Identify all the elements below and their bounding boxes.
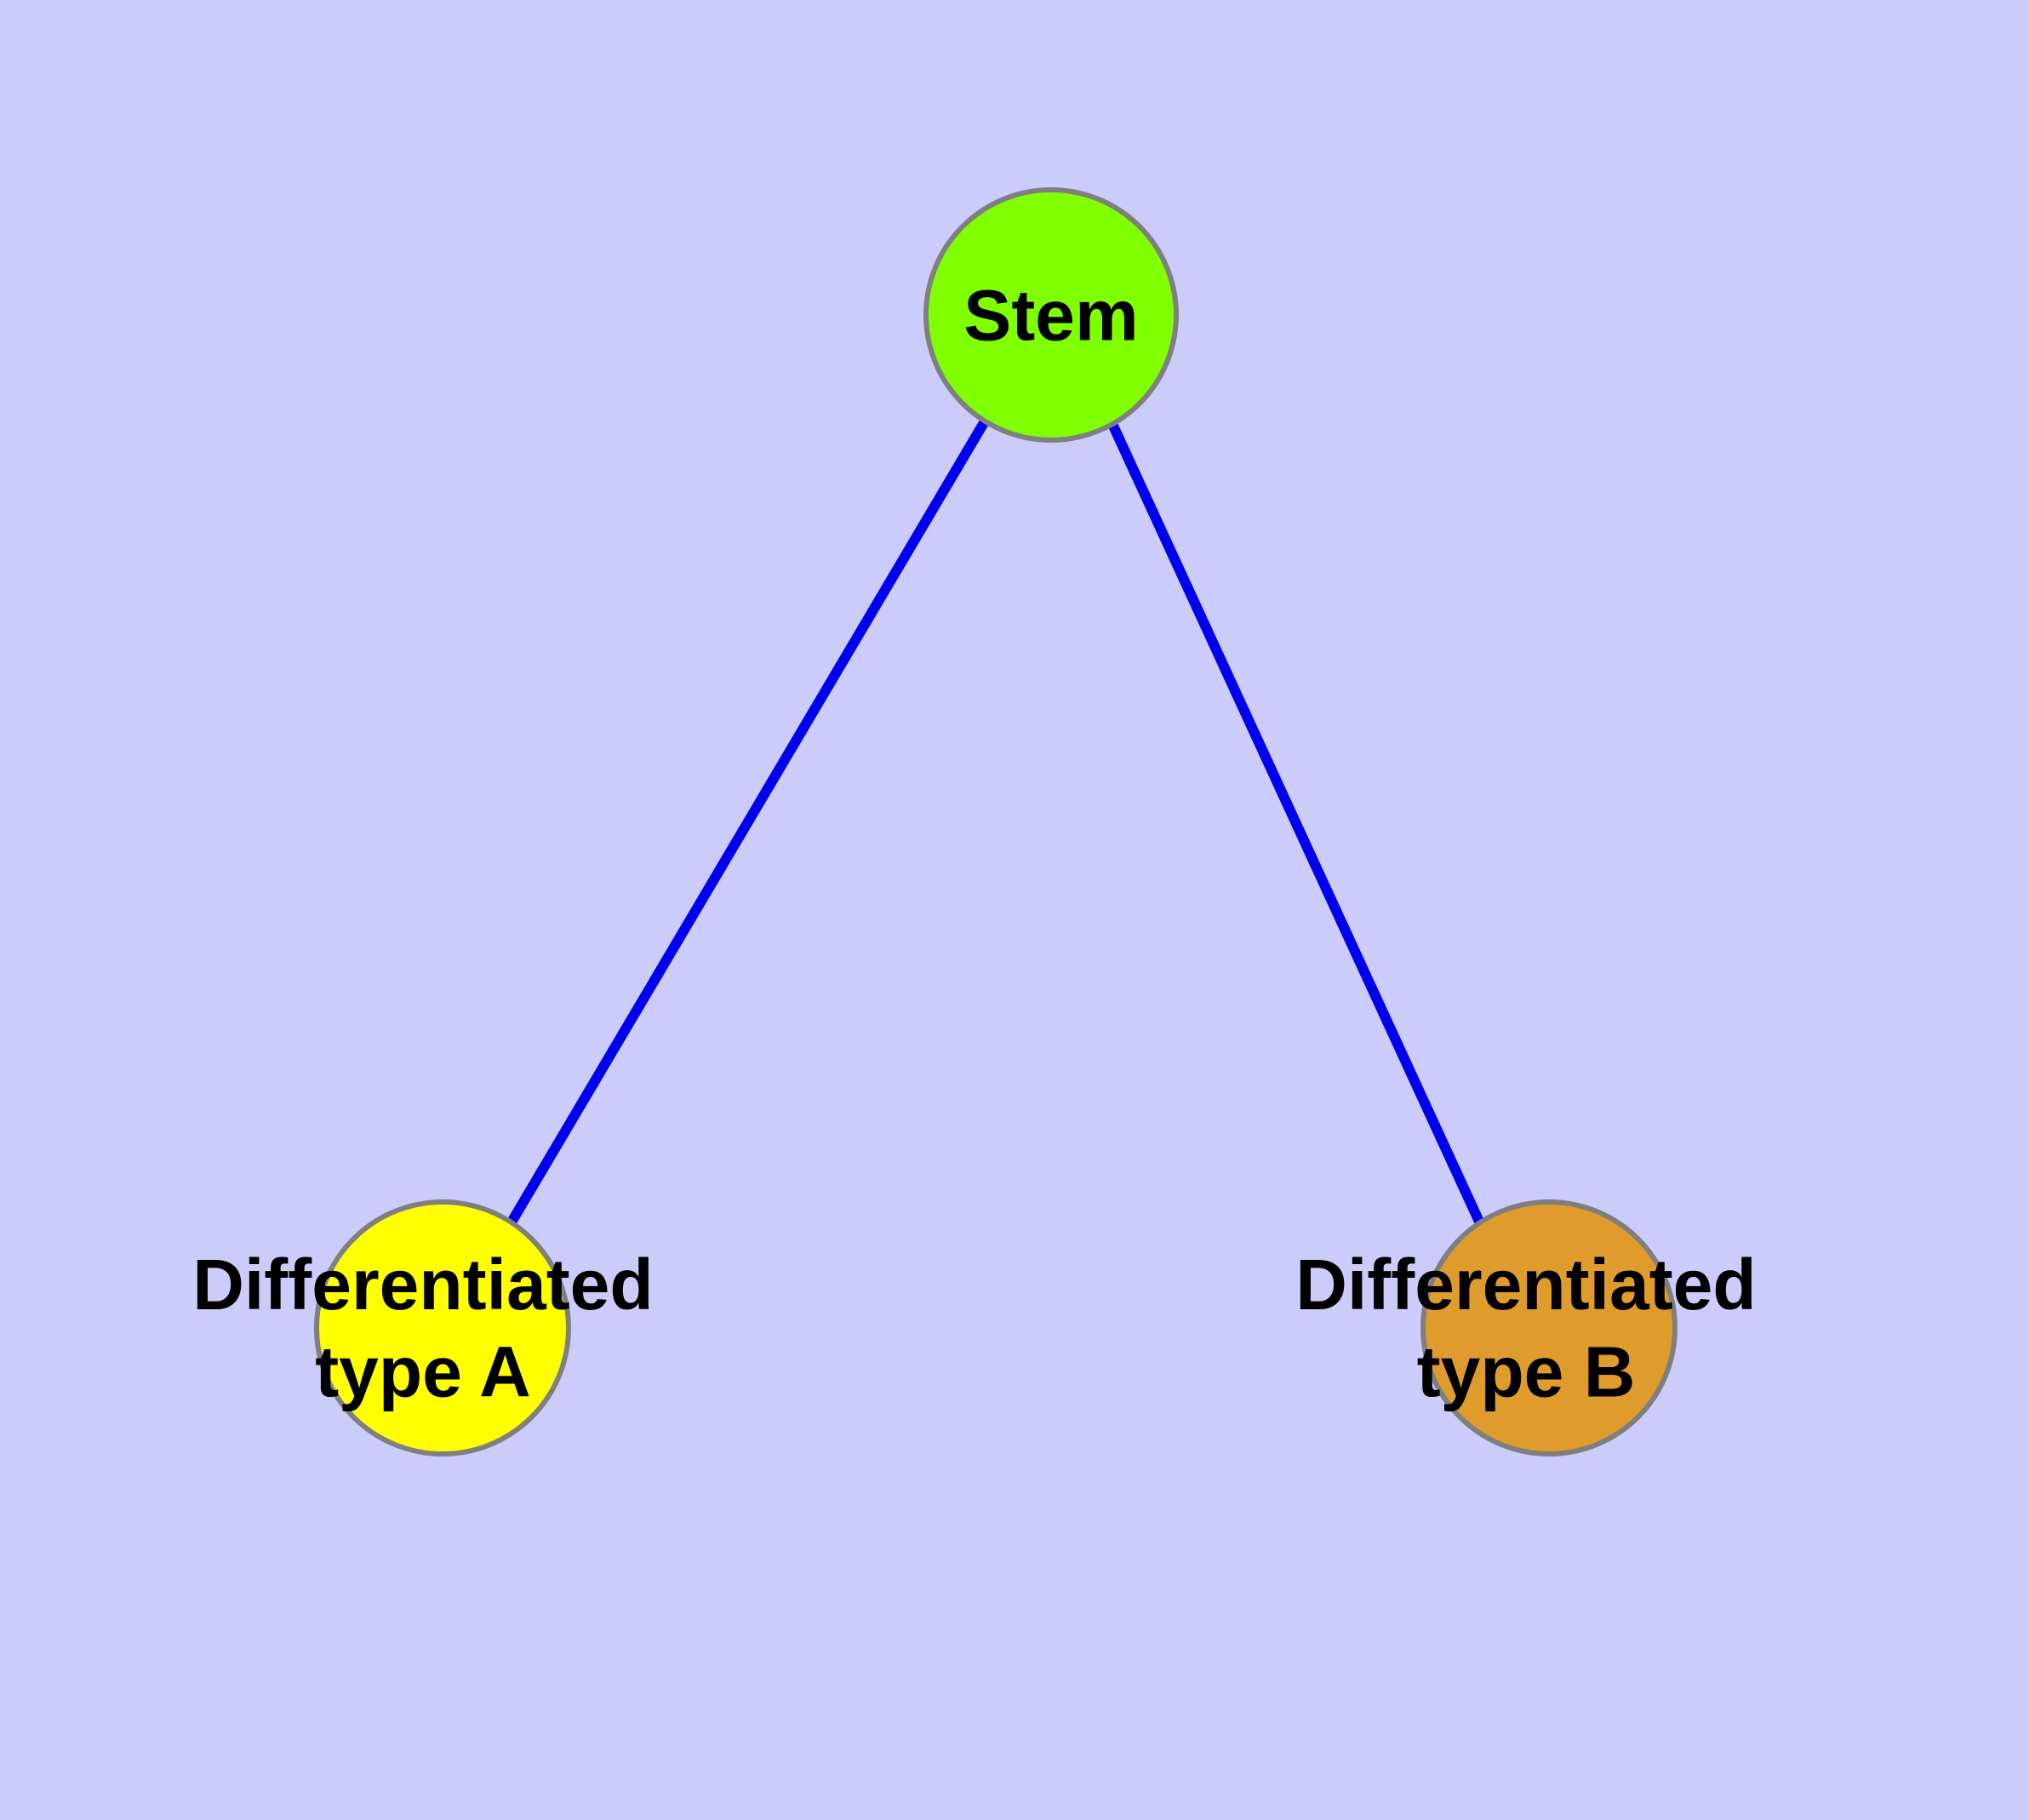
edge-stem-diff-a[interactable] <box>507 418 990 1224</box>
node-label-stem: Stem <box>963 275 1138 355</box>
node-diff-b[interactable] <box>1420 1199 1677 1457</box>
node-diff-a[interactable] <box>314 1199 571 1457</box>
node-label-line: Stem <box>963 275 1138 355</box>
node-label-line: Differentiated <box>192 1245 653 1325</box>
edges-group <box>507 418 1484 1224</box>
nodes-group <box>314 187 1677 1457</box>
node-stem[interactable] <box>923 187 1179 443</box>
node-label-line: Differentiated <box>1295 1245 1756 1325</box>
node-label-line: type B <box>1417 1332 1636 1412</box>
edge-stem-diff-b[interactable] <box>1107 421 1484 1224</box>
node-label-line: type A <box>315 1332 531 1412</box>
